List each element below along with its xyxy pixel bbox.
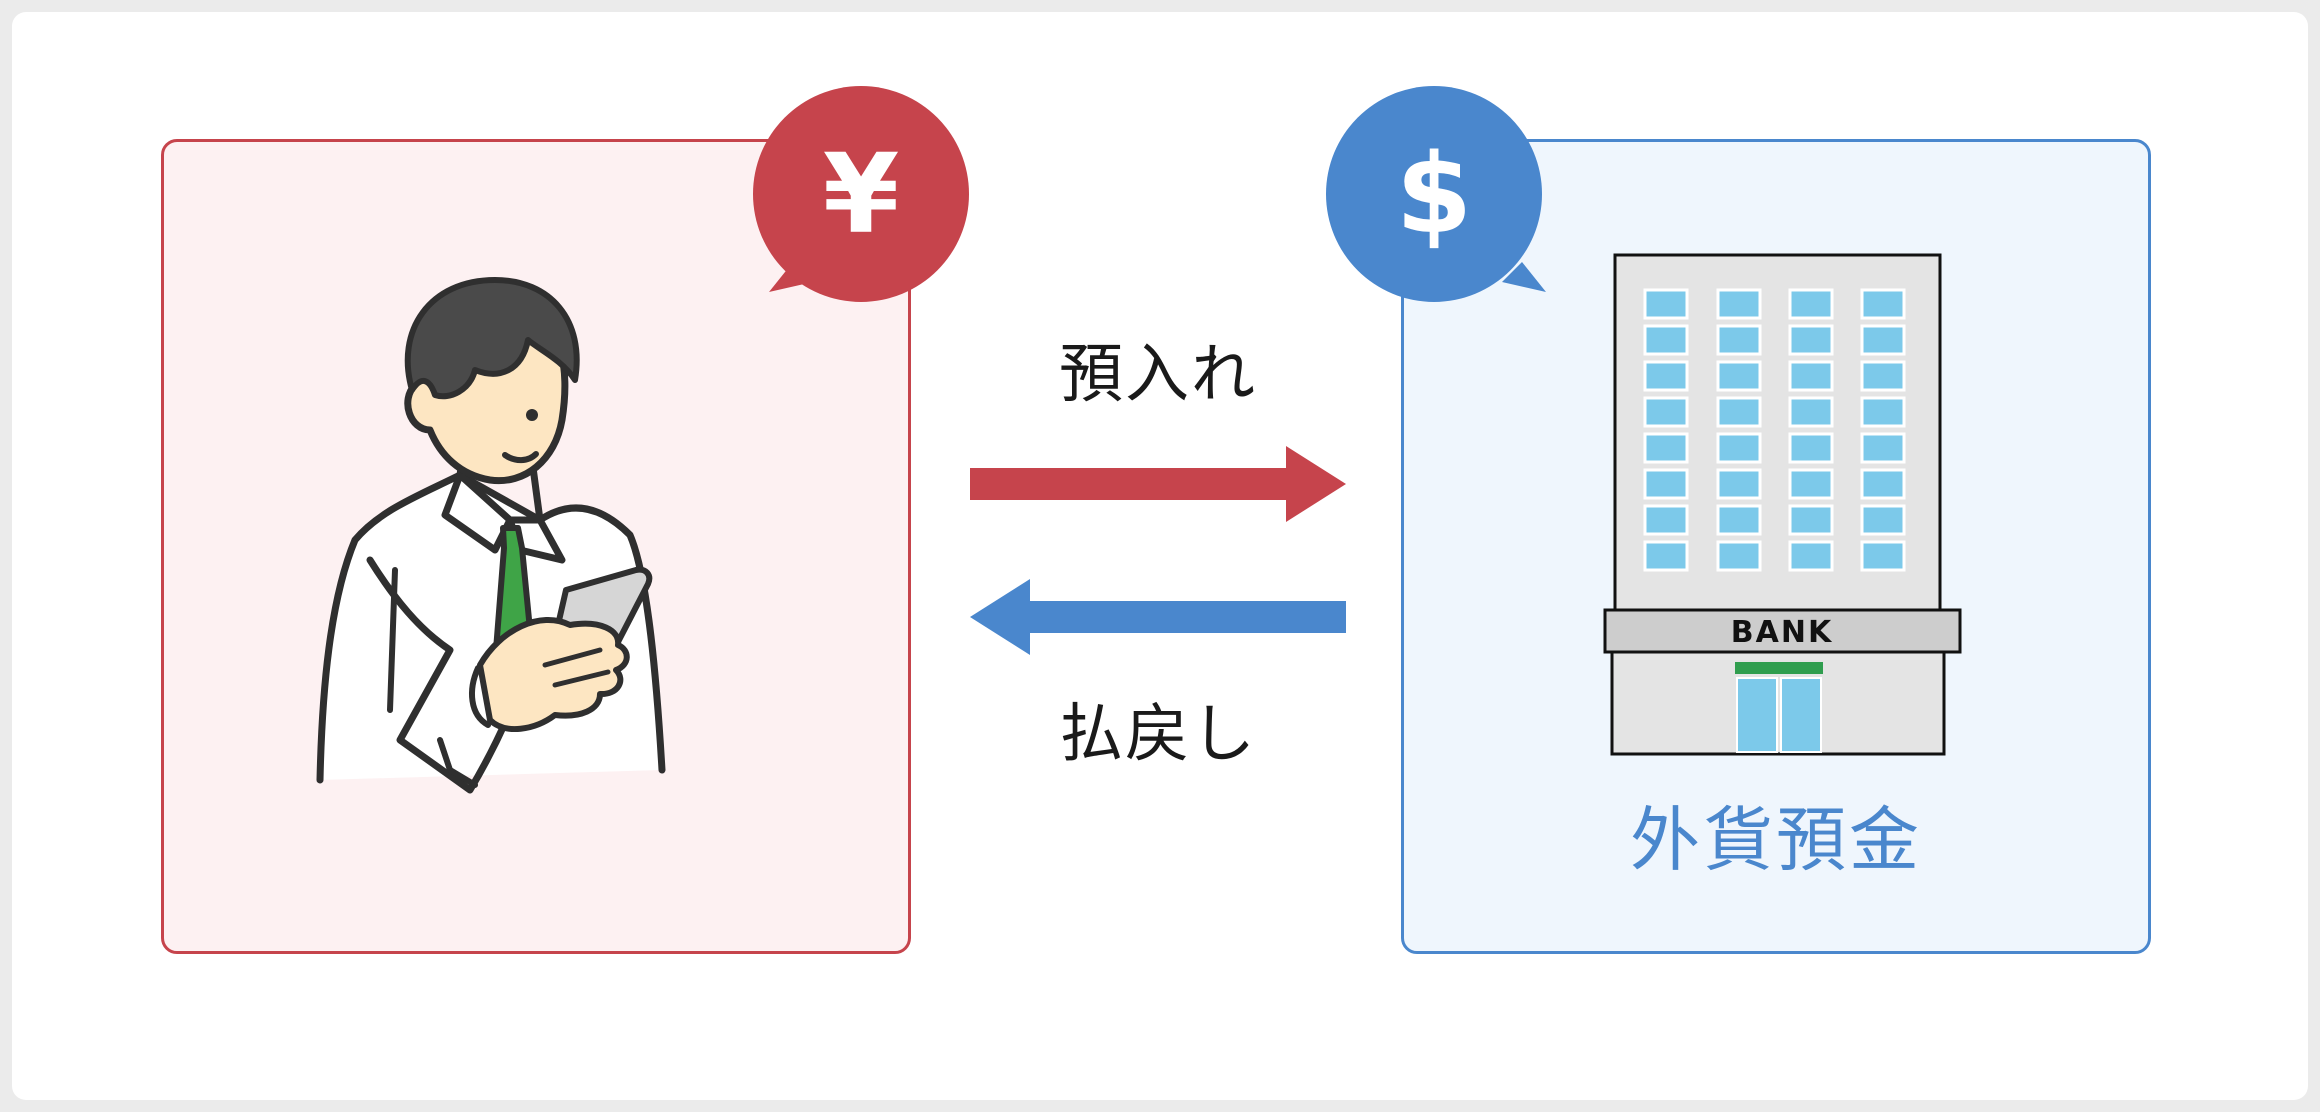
bank-building-icon: BANK <box>1603 253 1962 756</box>
bank-window <box>1788 540 1834 572</box>
bank-window <box>1643 540 1689 572</box>
bank-window <box>1860 504 1906 536</box>
dollar-symbol: $ <box>1396 130 1473 258</box>
bank-window <box>1643 468 1689 500</box>
bank-window <box>1860 432 1906 464</box>
bank-window <box>1643 324 1689 356</box>
bank-window <box>1788 432 1834 464</box>
deposit-arrow <box>970 446 1346 522</box>
bank-window <box>1716 540 1762 572</box>
bank-window <box>1643 396 1689 428</box>
bank-window <box>1788 324 1834 356</box>
yen-currency-icon: ¥ <box>753 86 969 302</box>
bank-sign: BANK <box>1731 615 1833 650</box>
dollar-currency-icon: $ <box>1326 86 1546 302</box>
bank-window <box>1643 504 1689 536</box>
bank-window <box>1716 288 1762 320</box>
foreign-currency-deposit-caption: 外貨預金 <box>1630 799 1922 881</box>
bank-window <box>1643 360 1689 392</box>
bank-window <box>1716 360 1762 392</box>
bank-window <box>1788 360 1834 392</box>
bank-window <box>1643 432 1689 464</box>
bank-window <box>1860 288 1906 320</box>
bank-window <box>1716 468 1762 500</box>
bank-window <box>1788 468 1834 500</box>
bank-window <box>1788 504 1834 536</box>
withdrawal-label: 払戻し <box>1059 698 1257 772</box>
bank-window <box>1860 324 1906 356</box>
bank-window <box>1716 432 1762 464</box>
yen-symbol: ¥ <box>823 130 900 258</box>
bank-window <box>1860 360 1906 392</box>
deposit-label: 預入れ <box>1059 338 1257 412</box>
bank-window <box>1716 324 1762 356</box>
bank-window <box>1860 396 1906 428</box>
bank-window <box>1788 288 1834 320</box>
bank-window <box>1643 288 1689 320</box>
person-with-smartphone-illustration <box>316 277 666 794</box>
bank-window <box>1860 468 1906 500</box>
bank-window <box>1716 504 1762 536</box>
bank-window <box>1716 396 1762 428</box>
bank-window <box>1788 396 1834 428</box>
bank-window <box>1860 540 1906 572</box>
withdrawal-arrow <box>970 579 1346 655</box>
